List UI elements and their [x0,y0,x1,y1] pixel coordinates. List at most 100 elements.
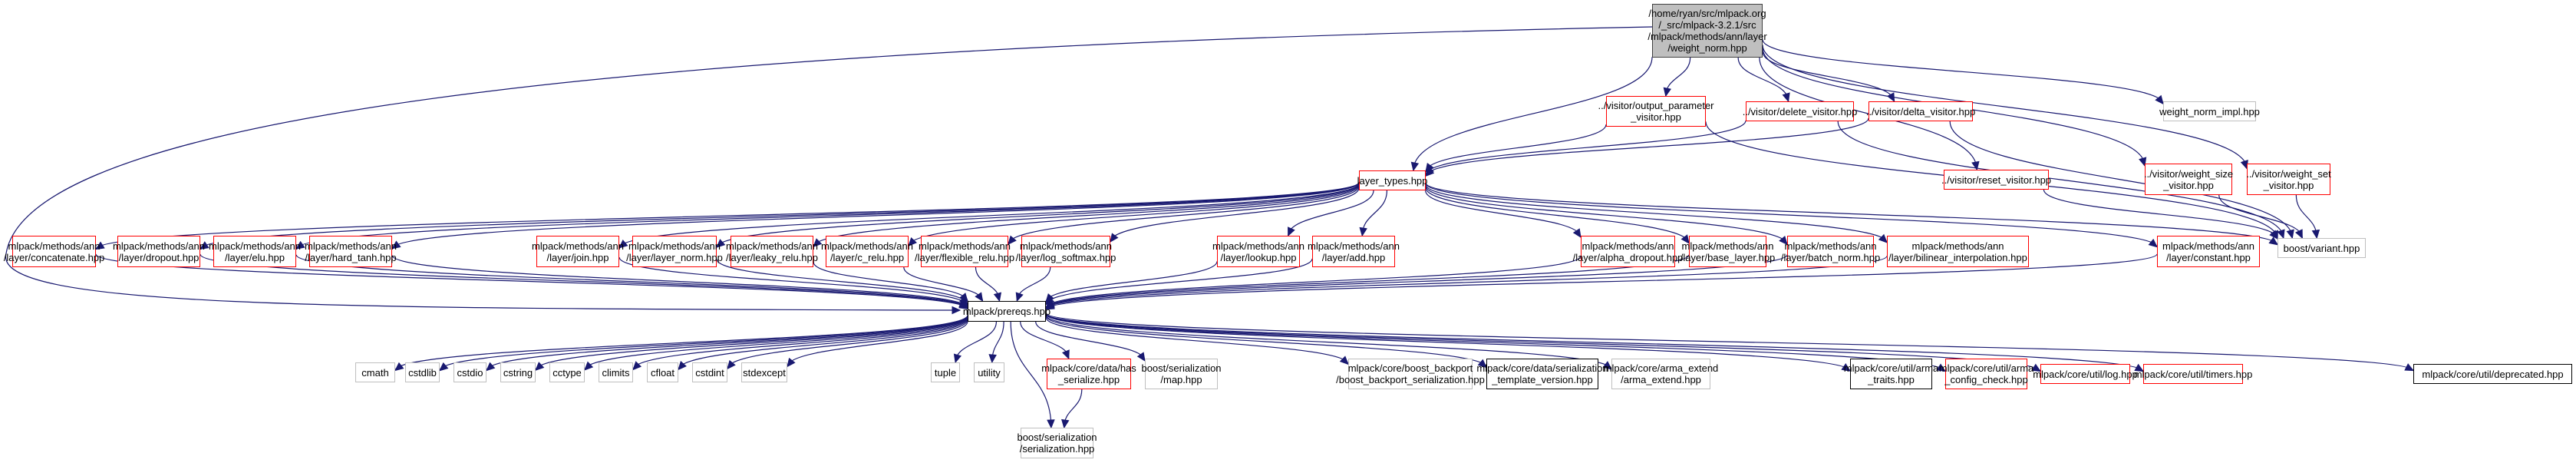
node-armaext[interactable]: mlpack/core/arma_extend /arma_extend.hpp [1604,359,1718,389]
node-variant[interactable]: boost/variant.hpp [2278,238,2366,258]
node-timers[interactable]: mlpack/core/util/timers.hpp [2134,364,2252,384]
arrowhead-icon [1782,92,1790,103]
node-alpha[interactable]: mlpack/methods/ann /layer/alpha_dropout.… [1573,236,1683,267]
node-lookup[interactable]: mlpack/methods/ann /layer/lookup.hpp [1212,236,1304,267]
node-sertv[interactable]: mlpack/core/data/serialization _template… [1476,359,1608,389]
arrowhead-icon [1008,235,1017,245]
edge-prereqs-to-cstring [535,316,968,371]
node-constant[interactable]: mlpack/methods/ann /layer/constant.hpp [2157,236,2260,267]
node-bsmap[interactable]: boost/serialization /map.hpp [1141,359,1222,389]
edge-layertypes-to-bilinear [1425,184,1888,243]
node-delete[interactable]: ../visitor/delete_visitor.hpp [1743,101,1857,121]
node-dropout[interactable]: mlpack/methods/ann /layer/dropout.hpp [113,236,205,267]
arrowhead-icon [2139,157,2147,167]
node-armacfg[interactable]: mlpack/core/util/arma _config_check.hpp [1939,359,2033,389]
edge-reset-to-variant [2043,189,2278,240]
node-climits[interactable]: climits [599,362,633,382]
node-elu[interactable]: mlpack/methods/ann /layer/elu.hpp [209,236,301,267]
arrowhead-icon [787,357,796,368]
node-base[interactable]: mlpack/methods/ann /layer/base_layer.hpp [1681,236,1775,267]
node-batch[interactable]: mlpack/methods/ann /layer/batch_norm.hpp [1781,236,1880,267]
arrowhead-icon [2269,230,2278,240]
node-logsm[interactable]: mlpack/methods/ann /layer/log_softmax.hp… [1016,236,1116,267]
node-deprecated[interactable]: mlpack/core/util/deprecated.hpp [2413,364,2572,384]
arrowhead-icon [716,239,726,248]
node-wsize[interactable]: ../visitor/weight_size _visitor.hpp [2144,164,2233,195]
node-log[interactable]: mlpack/core/util/log.hpp [2033,364,2138,384]
edge-layertypes-to-layernorm [716,184,1360,248]
edge-layertypes-to-flex [1008,186,1360,245]
node-layertypes[interactable]: layer_types.hpp [1357,170,1427,190]
arrowhead-icon [2295,229,2303,240]
edge-prereqs-to-cstdlib [439,315,968,371]
edge-root-to-wset [1762,45,2248,169]
edge-layertypes-to-join [618,183,1360,249]
edge-layertypes-to-base [1425,187,1690,243]
arrowhead-icon [391,240,401,250]
node-cmath[interactable]: cmath [355,362,395,382]
edge-prereqs-to-armatraits [1045,313,1851,372]
node-reset[interactable]: ../visitor/reset_visitor.hpp [1941,170,2051,190]
node-outparam[interactable]: ../visitor/output_parameter _visitor.hpp [1598,96,1714,127]
edge-prereqs-to-cfloat [678,318,968,370]
node-cstdint[interactable]: cstdint [692,362,727,382]
edge-layertypes-to-logsm [1110,187,1360,243]
arrowhead-icon [199,241,209,250]
node-bsser[interactable]: boost/serialization /serialization.hpp [1017,428,1097,458]
node-add[interactable]: mlpack/methods/ann /layer/add.hpp [1308,236,1400,267]
arrowhead-icon [2404,363,2415,372]
arrowhead-icon [959,293,968,303]
arrowhead-icon [1061,349,1070,360]
arrowhead-icon [1410,161,1420,172]
edge-delete-to-layertypes [1425,120,1746,175]
node-tuple[interactable]: tuple [931,362,960,382]
node-hardtanh[interactable]: mlpack/methods/ann /layer/hard_tanh.hpp [305,236,397,267]
edge-delta-to-layertypes [1425,117,1869,177]
arrowhead-icon [1339,356,1349,365]
node-cstdio[interactable]: cstdio [454,362,487,382]
arrowhead-icon [1136,352,1146,362]
edge-root-to-prereqs [5,26,1653,311]
node-utility[interactable]: utility [974,362,1004,382]
arrowhead-icon [908,236,918,247]
arrowhead-icon [1359,227,1367,237]
node-root[interactable]: /home/ryan/src/mlpack.org /_src/mlpack-3… [1648,4,1767,58]
arrowhead-icon [584,361,594,371]
node-cfloat[interactable]: cfloat [647,362,678,382]
arrowhead-icon [1779,235,1788,246]
arrowhead-icon [813,238,823,248]
node-armatraits[interactable]: mlpack/core/util/arma _traits.hpp [1844,359,1938,389]
arrowhead-icon [2268,236,2278,246]
node-prereqs[interactable]: mlpack/prereqs.hpp [963,301,1051,322]
arrowhead-icon [2134,363,2145,372]
node-cstring[interactable]: cstring [500,362,536,382]
arrowhead-icon [1572,228,1582,238]
node-stdexcept[interactable]: stdexcept [741,362,787,382]
node-impl[interactable]: weight_norm_impl.hpp [2159,101,2260,121]
arrowhead-icon [953,353,962,364]
edge-hardtanh-to-prereqs [391,254,968,309]
node-delta[interactable]: ../visitor/delta_visitor.hpp [1866,101,1975,121]
arrowhead-icon [2286,229,2294,240]
node-bilinear[interactable]: mlpack/methods/ann /layer/bilinear_inter… [1887,236,2029,267]
node-concat[interactable]: mlpack/methods/ann /layer/concatenate.hp… [4,236,104,267]
edge-root-to-reset [1759,57,1977,170]
node-wset[interactable]: ../visitor/weight_set _visitor.hpp [2246,164,2331,195]
node-hasser[interactable]: mlpack/core/data/has _serialize.hpp [1041,359,1136,389]
node-flex[interactable]: mlpack/methods/ann /layer/flexible_relu.… [915,236,1014,267]
arrowhead-icon [727,359,736,370]
node-layernorm[interactable]: mlpack/methods/ann /layer/layer_norm.hpp [626,236,723,267]
node-crelu[interactable]: mlpack/methods/ann /layer/c_relu.hpp [821,236,913,267]
node-backport[interactable]: mlpack/core/boost_backport /boost_backpo… [1336,359,1485,389]
arrowhead-icon [2311,229,2320,240]
edge-prereqs-to-stdexcept [787,321,968,367]
edge-lookup-to-prereqs [1045,261,1218,303]
arrowhead-icon [439,362,449,372]
edge-prereqs-to-hasser [1020,321,1070,359]
node-leaky[interactable]: mlpack/methods/ann /layer/leaky_relu.hpp [726,236,818,267]
node-join[interactable]: mlpack/methods/ann /layer/join.hpp [532,236,624,267]
arrowhead-icon [394,362,404,372]
node-cctype[interactable]: cctype [549,362,585,382]
node-cstdlib[interactable]: cstdlib [405,362,440,382]
edge-layernorm-to-prereqs [716,259,968,305]
